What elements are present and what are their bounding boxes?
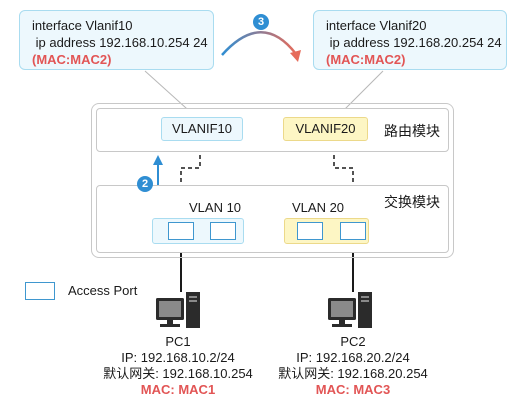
legend-label: Access Port <box>68 283 138 298</box>
pc-mac: MAC: MAC1 <box>140 382 216 397</box>
access-port <box>210 222 236 240</box>
switching-module-label: 交换模块 <box>384 194 440 210</box>
legend-access-port-swatch <box>25 282 55 300</box>
computer-icon <box>156 292 200 328</box>
callout-line-interface: interface Vlanif10 <box>32 18 133 33</box>
routing-module-box <box>96 108 449 152</box>
pc2-info: PC2 IP: 192.168.20.2/24 默认网关: 192.168.20… <box>253 334 453 398</box>
curved-arrow-head <box>290 50 301 62</box>
pc-name: PC1 <box>165 334 191 349</box>
access-port <box>168 222 194 240</box>
pc1-info: PC1 IP: 192.168.10.2/24 默认网关: 192.168.10… <box>78 334 278 398</box>
vlan20-label: VLAN 20 <box>292 200 345 215</box>
callout-mac: (MAC:MAC2) <box>32 52 112 67</box>
routing-module-label: 路由模块 <box>384 123 440 139</box>
vlanif20-interface: VLANIF20 <box>283 117 368 141</box>
access-port <box>297 222 323 240</box>
step-2-badge: 2 <box>137 176 153 192</box>
vlanif20-config-callout: interface Vlanif20 ip address 192.168.20… <box>313 10 507 70</box>
vlanif10-config-callout: interface Vlanif10 ip address 192.168.10… <box>19 10 214 70</box>
pc-mac: MAC: MAC3 <box>315 382 391 397</box>
arrow-up-head <box>153 155 163 165</box>
curved-arrow-icon <box>221 31 297 56</box>
step-3-badge: 3 <box>253 14 269 30</box>
switch-device-frame <box>91 103 454 258</box>
pc-gateway: 默认网关: 192.168.20.254 <box>278 366 428 381</box>
access-port <box>340 222 366 240</box>
callout-mac: (MAC:MAC2) <box>326 52 406 67</box>
pc-ip: IP: 192.168.20.2/24 <box>296 350 410 365</box>
callout-line-interface: interface Vlanif20 <box>326 18 427 33</box>
vlan10-label: VLAN 10 <box>189 200 242 215</box>
callout-line-ip: ip address 192.168.10.254 24 <box>32 35 208 50</box>
pc-gateway: 默认网关: 192.168.10.254 <box>103 366 253 381</box>
computer-icon <box>328 292 372 328</box>
callout-line-ip: ip address 192.168.20.254 24 <box>326 35 502 50</box>
pc-name: PC2 <box>340 334 366 349</box>
vlanif10-interface: VLANIF10 <box>161 117 243 141</box>
pc-ip: IP: 192.168.10.2/24 <box>121 350 235 365</box>
